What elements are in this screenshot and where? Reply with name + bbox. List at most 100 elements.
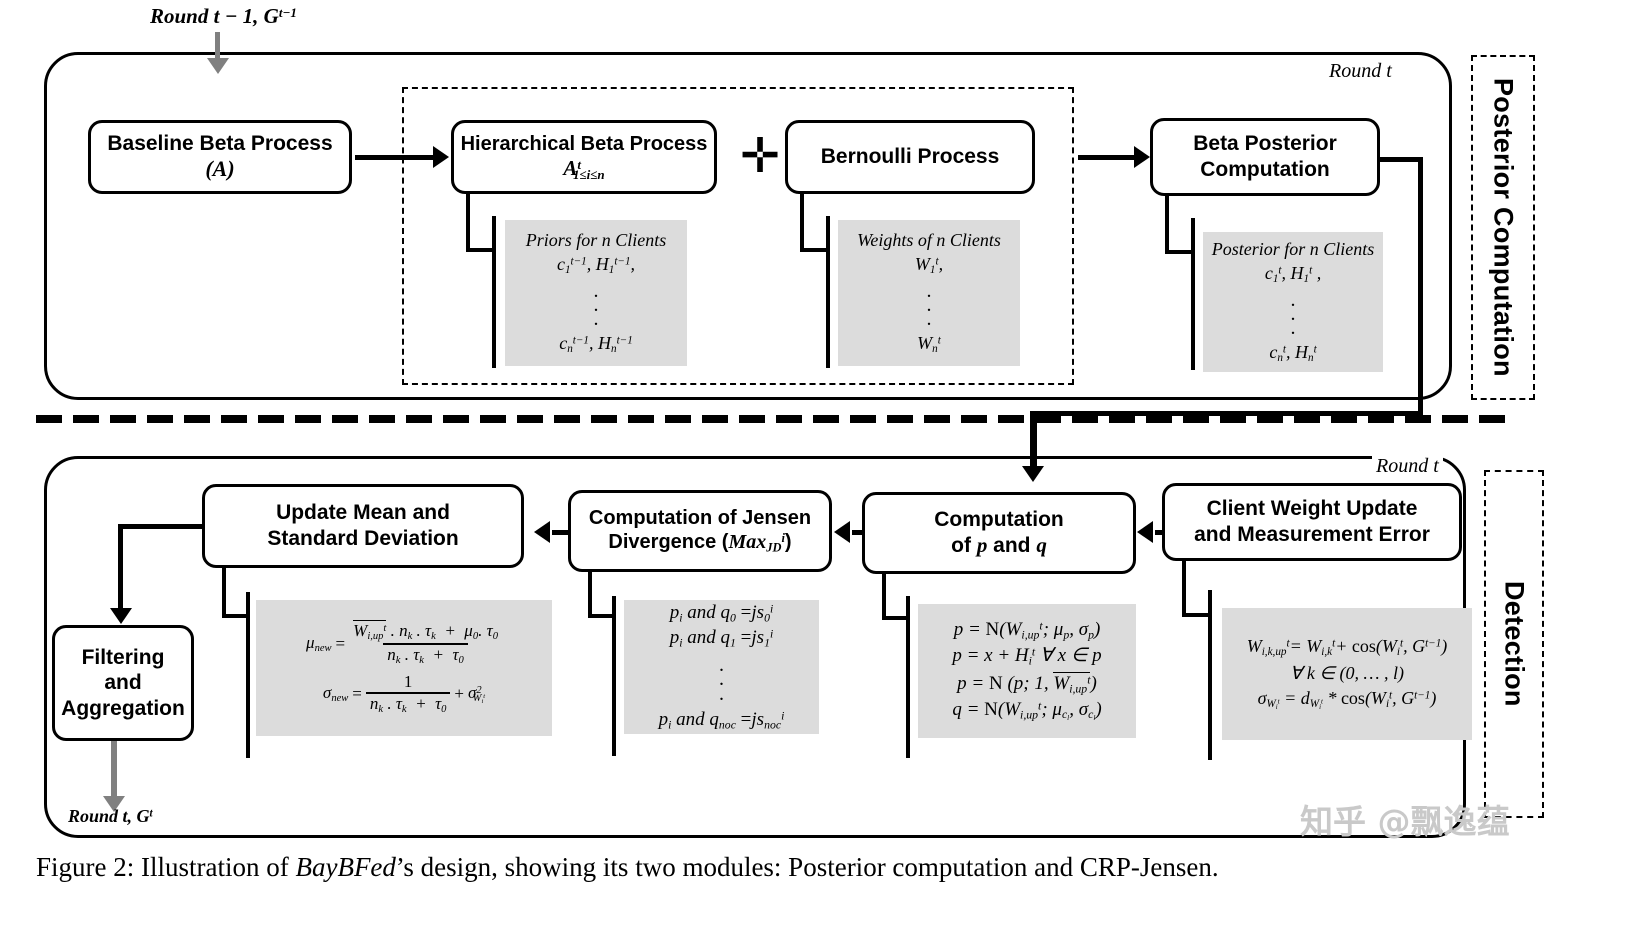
pq-formula-row3: p = N (p; 1, Wi,upt)	[957, 671, 1097, 695]
panel-priors-first: c1t−1, H1t−1,	[556, 254, 636, 277]
panel-weights-title: Weights of n Clients	[857, 230, 1001, 251]
box-jensen-line1: Computation of Jensen	[588, 507, 812, 529]
panel-posterior-for-n-clients: Posterior for n Clients c1t, H1t , ... c…	[1203, 232, 1383, 372]
detection-side-label: Detection	[1484, 470, 1544, 818]
jensen-formula-row1: pi and q0 =js0i	[669, 601, 774, 624]
posterior-computation-side-label: Posterior Computation	[1471, 55, 1535, 400]
box-beta-posterior-computation[interactable]: Beta Posterior Computation	[1150, 118, 1380, 196]
bernoulli-elbow-horizontal	[800, 248, 828, 252]
panel-priors-last: cnt−1, Hnt−1	[559, 332, 633, 355]
input-arrow-head	[207, 58, 229, 74]
posterior-panel-spine	[1191, 218, 1195, 370]
box-hierarchical-beta-process-symbol: A	[563, 155, 578, 180]
mean-formula: μnew = Wi,upt . nk . τk + μ0. τ0 nk . τk…	[306, 619, 498, 667]
panel-jensen-formulas: pi and q0 =js0i pi and q1 =js1i ... pi a…	[624, 600, 819, 734]
beta-posterior-elbow-vertical	[1165, 196, 1169, 254]
box-client-weight-update[interactable]: Client Weight Update and Measurement Err…	[1162, 483, 1462, 561]
detection-side-label-text: Detection	[1499, 581, 1530, 707]
box-update-mean-and-standard-deviation[interactable]: Update Mean and Standard Deviation	[202, 484, 524, 568]
box-client-weight-line1: Client Weight Update	[1206, 497, 1418, 521]
jensen-elbow-horizontal	[588, 614, 614, 618]
umsd-elbow-horizontal	[222, 614, 248, 618]
panel-pq-formulas: p = N(Wi,upt; μp, σp) p = x + Hit ∀ x ∈ …	[918, 604, 1136, 738]
input-round-label: Round t − 1, Gt−1	[150, 4, 297, 28]
caption-suffix: ’s design, showing its two modules: Post…	[395, 852, 1219, 882]
panel-weights-last: Wnt	[917, 332, 941, 355]
arrow-cwu-to-pq-head	[1137, 521, 1153, 543]
arrow-baseline-to-hierarchical-shaft	[355, 155, 437, 160]
input-arrow-shaft	[215, 32, 220, 64]
priors-panel-spine	[492, 216, 496, 368]
panel-weights-first: W1t,	[914, 254, 944, 277]
round-t-label-bottom: Round t	[1372, 455, 1443, 478]
panel-posterior-title: Posterior for n Clients	[1211, 239, 1375, 260]
panel-priors-ellipsis: ...	[593, 279, 599, 331]
box-baseline-beta-process[interactable]: Baseline Beta Process (A)	[88, 120, 352, 194]
panel-posterior-last: cnt, Hnt	[1269, 341, 1317, 364]
posterior-computation-module	[44, 52, 1452, 400]
posterior-out-h2	[1030, 411, 1423, 416]
watermark: 知乎 @飘逸蕴	[1300, 802, 1510, 841]
pq-elbow-vertical	[882, 574, 886, 620]
box-filtering-line3: Aggregation	[61, 696, 185, 720]
weights-panel-spine	[826, 216, 830, 368]
cwu-elbow-vertical	[1182, 561, 1186, 617]
umsd-elbow-vertical	[222, 568, 226, 618]
caption-prefix: Figure 2: Illustration of	[36, 852, 296, 882]
jensen-formula-row2: pi and q1 =js1i	[669, 626, 774, 650]
hbp-elbow-horizontal	[466, 248, 494, 252]
box-update-mean-line2: Standard Deviation	[267, 527, 459, 550]
figure-caption: Figure 2: Illustration of BayBFed’s desi…	[36, 852, 1219, 883]
jensen-panel-spine	[612, 596, 616, 756]
panel-priors-for-n-clients: Priors for n Clients c1t−1, H1t−1, ... c…	[505, 220, 687, 366]
posterior-computation-side-label-text: Posterior Computation	[1488, 78, 1519, 377]
umsd-panel-spine	[246, 592, 250, 758]
box-bernoulli-process[interactable]: Bernoulli Process	[785, 120, 1035, 194]
box-hierarchical-beta-process-line1: Hierarchical Beta Process	[460, 132, 708, 155]
module-divider	[36, 415, 1536, 423]
box-filtering-line1: Filtering	[81, 645, 165, 669]
caption-italic: BayBFed	[295, 852, 396, 882]
box-pq-line1: Computation	[934, 508, 1064, 532]
posterior-out-h1	[1378, 157, 1423, 162]
jensen-formula-rowlast: pi and qnoc =jsnoci	[658, 709, 785, 732]
cwu-formula-row1: Wi,k,upt= Wi,kt+ cos(Wit, Gt−1)	[1246, 635, 1448, 658]
jensen-elbow-vertical	[588, 572, 592, 618]
box-filtering-and-aggregation[interactable]: Filtering and Aggregation	[52, 625, 194, 741]
panel-weights-ellipsis: ...	[926, 279, 932, 331]
plus-symbol: ✛	[740, 128, 781, 184]
box-computation-of-p-and-q[interactable]: Computation of p and q	[862, 492, 1136, 574]
panel-client-weight-formulas: Wi,k,upt= Wi,kt+ cos(Wit, Gt−1) ∀ k ∈ (0…	[1222, 608, 1472, 740]
box-hierarchical-beta-process[interactable]: Hierarchical Beta Process At1≤i≤n	[451, 120, 717, 194]
box-baseline-beta-process-line2: (A)	[205, 156, 235, 182]
arrow-to-beta-posterior-head	[1134, 146, 1150, 168]
arrow-jensen-to-update-head	[534, 521, 550, 543]
pq-elbow-horizontal	[882, 616, 908, 620]
umsd-to-filter-h	[118, 524, 210, 529]
arrow-baseline-to-hierarchical-head	[433, 146, 449, 168]
output-arrow-shaft	[111, 740, 117, 802]
box-jensen-line2: Divergence (MaxJDi)	[608, 531, 792, 555]
cwu-formula-row2: ∀ k ∈ (0, … , l)	[1290, 662, 1404, 683]
output-round-label: Round t, Gt	[68, 806, 153, 826]
jensen-formula-ellipsis: ...	[719, 654, 724, 705]
box-filtering-line2: and	[104, 671, 142, 695]
posterior-out-v2	[1030, 411, 1037, 473]
sigma-formula: σnew = 1 nk . τk + τ0 + σ2Wit	[322, 671, 486, 715]
panel-priors-title: Priors for n Clients	[525, 230, 667, 251]
box-baseline-beta-process-line1: Baseline Beta Process	[107, 131, 333, 155]
output-arrow-head	[103, 796, 125, 812]
box-update-mean-line1: Update Mean and	[276, 501, 450, 525]
panel-weights-of-n-clients: Weights of n Clients W1t, ... Wnt	[838, 220, 1020, 366]
box-computation-of-jensen-divergence[interactable]: Computation of Jensen Divergence (MaxJDi…	[568, 490, 832, 572]
arrow-pq-to-jensen-head	[834, 521, 850, 543]
box-beta-posterior-line2: Computation	[1200, 158, 1330, 181]
bernoulli-elbow-vertical	[800, 194, 804, 252]
round-t-label-top: Round t	[1325, 60, 1396, 83]
hbp-elbow-vertical	[466, 194, 470, 252]
box-client-weight-line2: and Measurement Error	[1194, 523, 1430, 546]
pq-formula-row1: p = N(Wi,upt; μp, σp)	[953, 619, 1101, 642]
cwu-formula-row3: σWit = dWit * cos(Wit, Gt−1)	[1257, 688, 1437, 712]
arrow-jensen-to-update-shaft	[552, 530, 582, 535]
arrow-to-beta-posterior-shaft	[1078, 155, 1138, 160]
